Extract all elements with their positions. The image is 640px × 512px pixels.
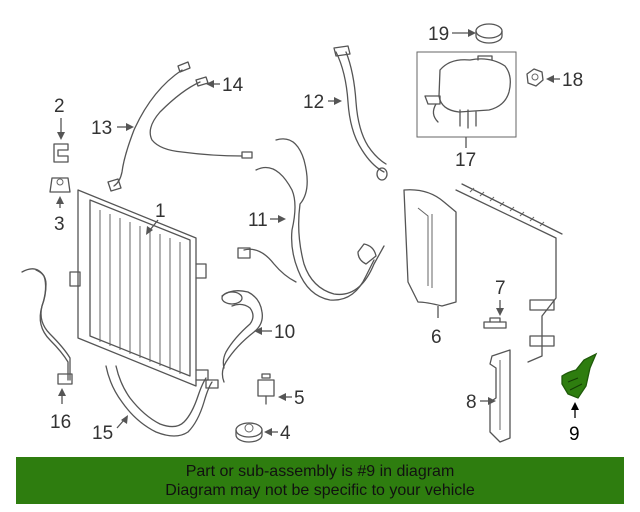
callout-2-label: 2 [54,96,65,117]
callout-12-label: 12 [303,92,324,113]
part-11-coolant-hose[interactable] [237,138,385,301]
callout-15-label: 15 [92,423,113,444]
callout-9-label: 9 [569,424,580,445]
callout-7-label: 7 [495,278,506,299]
callout-2: 2 [54,96,65,140]
callout-1: 1 [146,201,166,235]
callout-12: 12 [303,92,342,113]
callout-1-label: 1 [155,201,166,222]
callout-5: 5 [278,388,305,409]
callout-14-label: 14 [222,75,244,96]
callout-3-label: 3 [54,214,65,235]
callout-14: 14 [206,75,244,96]
callout-7: 7 [495,278,506,316]
callout-18-label: 18 [562,70,583,91]
callout-17: 17 [455,137,476,171]
part-15-bypass-hose[interactable] [105,365,219,437]
callout-19: 19 [428,24,476,45]
part-4-pressure-cap[interactable] [235,422,263,443]
callout-10: 10 [254,322,295,343]
callout-10-label: 10 [274,322,295,343]
part-1-radiator[interactable] [69,189,209,387]
banner-line-1: Part or sub-assembly is #9 in diagram [185,462,455,480]
callout-8: 8 [466,392,496,413]
part-18-nut[interactable] [526,68,544,87]
part-19-reservoir-cap[interactable] [475,23,503,44]
part-10-heater-hose[interactable] [221,290,263,383]
part-16-lower-hose[interactable] [21,268,73,385]
part-5-temperature-sensor[interactable] [257,373,275,405]
callout-5-label: 5 [294,388,305,409]
callout-16-label: 16 [50,412,71,433]
banner-line-2: Diagram may not be specific to your vehi… [165,481,475,499]
callout-9: 9 [569,402,580,445]
part-13-bleed-hose[interactable] [107,61,191,192]
callout-4: 4 [264,423,291,444]
callout-18: 18 [546,70,583,91]
part-8-side-bracket[interactable] [489,349,511,443]
callout-15: 15 [92,415,128,444]
part-12-upper-hose[interactable] [333,45,388,181]
part-2-clip[interactable] [53,143,69,163]
radiator-support-frame[interactable] [455,183,563,363]
callout-8-label: 8 [466,392,477,413]
part-3-rubber-mount[interactable] [49,177,71,193]
callout-16: 16 [50,388,71,433]
parts-diagram: 19 17 18 14 13 [21,23,598,445]
callout-13-label: 13 [91,118,112,139]
part-6-air-guide[interactable] [403,189,457,307]
part-17-expansion-tank[interactable] [416,51,517,138]
part-9-air-deflector[interactable] [561,352,598,399]
part-7-push-pin[interactable] [483,317,507,329]
callout-19-label: 19 [428,24,449,45]
callout-4-label: 4 [280,423,291,444]
callout-13: 13 [91,118,134,139]
callout-11-label: 11 [248,210,268,231]
callout-17-label: 17 [455,150,476,171]
info-banner: Part or sub-assembly is #9 in diagram Di… [16,457,624,504]
callout-6-label: 6 [431,327,442,348]
callout-11: 11 [248,210,286,231]
callout-6: 6 [431,306,442,348]
callout-3: 3 [54,196,65,235]
